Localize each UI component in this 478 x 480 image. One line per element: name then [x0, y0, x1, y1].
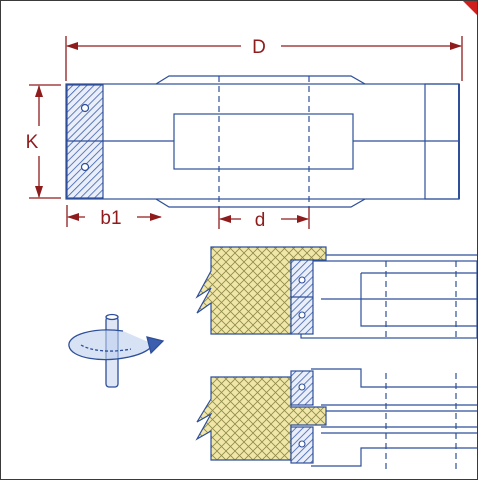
- cutting-width-label: b1: [100, 208, 121, 229]
- outer-diameter-label: D: [252, 37, 266, 58]
- height-label: K: [26, 132, 39, 153]
- cutter-head-view: [65, 75, 460, 208]
- detail-profile-lower: [195, 368, 477, 471]
- knife-left: [66, 84, 104, 199]
- corner-marker-icon: [463, 1, 477, 15]
- detail-profile-upper: [195, 246, 477, 339]
- dimension-lines: [29, 36, 463, 229]
- bore-label: d: [255, 210, 266, 231]
- rotation-direction-icon: [68, 313, 165, 388]
